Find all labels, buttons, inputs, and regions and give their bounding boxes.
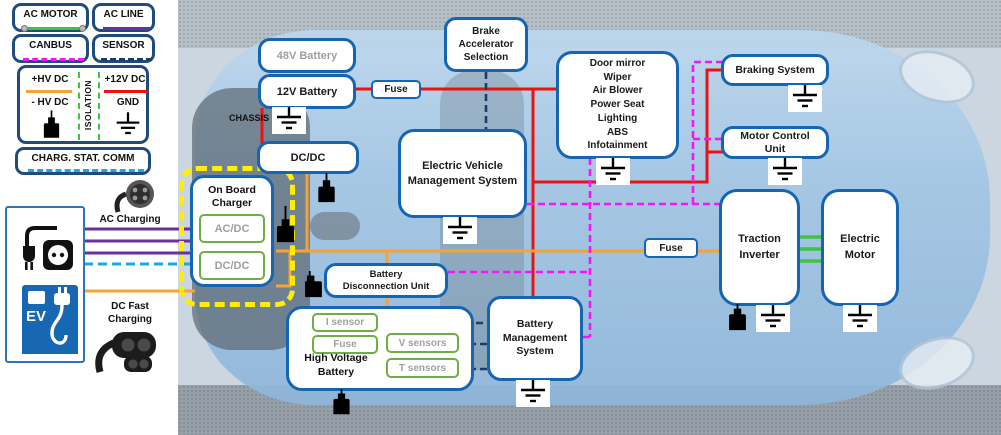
- legend-ac-motor-line: [21, 25, 86, 32]
- wires-canbus-magenta: [448, 60, 724, 339]
- orange-line: [26, 90, 72, 93]
- inverter-ground-icon: [756, 305, 790, 332]
- ev-station-screen: [28, 291, 45, 304]
- charging-inlet-box: EV: [5, 206, 85, 363]
- legend-12v-label: +12V DC: [104, 74, 146, 85]
- dcdc-hv-plug-icon: [318, 173, 335, 203]
- ac-charging-label: AC Charging: [99, 214, 161, 225]
- red-line: [104, 90, 148, 93]
- node-motor-control-unit: Motor Control Unit: [721, 126, 829, 159]
- canbus-braking: [691, 60, 724, 204]
- ac-charging-connector-icon: [114, 180, 154, 213]
- legend-canbus: CANBUS: [12, 34, 89, 63]
- wires-ac-purple: [84, 227, 195, 255]
- legend-hv-minus-label: - HV DC: [31, 97, 69, 108]
- motor-ground-icon: [843, 305, 877, 332]
- node-fuse-hv: Fuse: [644, 238, 698, 258]
- node-hv-fuse: Fuse: [312, 335, 378, 354]
- isolation-label: ISOLATION: [83, 79, 93, 131]
- chassis-label: CHASSIS: [228, 113, 269, 123]
- dc-fast-charging-label: DC Fast Charging: [108, 301, 152, 325]
- evms-ground-icon: [443, 217, 477, 244]
- isolation-line-left: [78, 72, 80, 140]
- car-side-mirror: [310, 212, 360, 240]
- node-12v-battery: 12V Battery: [258, 74, 356, 109]
- legend-charg-comm-label: CHARG. STAT. COMM: [31, 153, 135, 164]
- node-bms: Battery Management System: [487, 296, 583, 381]
- motor-terminal-icon: [21, 25, 28, 32]
- mcu-ground-icon: [768, 158, 802, 185]
- node-fuse-12v: Fuse: [371, 80, 421, 99]
- wall-plug-outlet-icon: [23, 226, 73, 270]
- legend-ac-line: AC LINE: [92, 3, 155, 32]
- legend-hv-plus-label: +HV DC: [31, 74, 69, 85]
- wires-ac-motor-green: [798, 235, 824, 263]
- node-evms: Electric Vehicle Management System: [398, 129, 527, 218]
- dc-fast-connector-icon: [95, 332, 156, 373]
- body-loads-ground-icon: [596, 158, 630, 185]
- cyan-dashed-line: [28, 169, 144, 172]
- legend-sensor: SENSOR: [92, 34, 155, 63]
- isolation-line-right: [98, 72, 100, 140]
- node-i-sensor: I sensor: [312, 313, 378, 332]
- ev-station-label: EV: [26, 308, 47, 325]
- node-brake-accelerator-selection: Brake Accelerator Selection: [444, 17, 528, 72]
- node-braking-system: Braking System: [721, 54, 829, 86]
- node-v-sensors: V sensors: [386, 333, 459, 353]
- braking-ground-icon: [788, 85, 822, 112]
- node-body-loads: Door mirror Wiper Air Blower Power Seat …: [556, 51, 679, 159]
- ev-station-nozzle: [50, 287, 70, 345]
- node-obc-acdc: AC/DC: [199, 214, 265, 243]
- ev-station-base: [18, 354, 82, 359]
- legend-ac-line-label: AC LINE: [103, 9, 144, 20]
- legend-gnd-label: GND: [116, 97, 140, 108]
- legend-sensor-label: SENSOR: [102, 40, 145, 51]
- inverter-hv-plug-icon: [729, 304, 746, 331]
- legend-charg-comm: CHARG. STAT. COMM: [15, 147, 151, 175]
- node-traction-inverter: Traction Inverter: [719, 189, 800, 306]
- node-electric-motor: Electric Motor: [821, 189, 899, 306]
- node-dcdc-converter: DC/DC: [257, 141, 359, 174]
- magenta-dashed-line: [23, 58, 84, 61]
- legend-ac-motor: AC MOTOR: [12, 3, 89, 32]
- hv-battery-label: High Voltage Battery: [304, 352, 368, 378]
- legend-canbus-label: CANBUS: [29, 40, 72, 51]
- legend-dc-block: +HV DC - HV DC ISOLATION +12V DC GND: [17, 65, 149, 144]
- ev-charging-station-icon: EV: [18, 283, 82, 359]
- obc-hv-plug-icon: [276, 206, 295, 243]
- obc-title: On Board Charger: [208, 184, 256, 210]
- legend-ac-motor-label: AC MOTOR: [23, 9, 78, 20]
- node-battery-disconnection-unit: Battery Disconnection Unit: [324, 263, 448, 298]
- canbus-doormirror-bms: [583, 158, 592, 339]
- bms-ground-icon: [516, 380, 550, 407]
- motor-terminal-icon: [79, 25, 86, 32]
- chassis-ground-icon: [272, 107, 306, 134]
- gnd-symbol-icon: [116, 112, 140, 135]
- node-t-sensors: T sensors: [386, 358, 459, 378]
- navy-dashed-line: [101, 58, 152, 61]
- purple-line: [103, 27, 150, 30]
- green-line: [28, 27, 79, 30]
- hvb-hv-plug-icon: [333, 389, 350, 415]
- hv-minus-plug-icon: [43, 110, 60, 138]
- bdu-hv-plug-icon: [305, 271, 322, 298]
- node-48v-battery: 48V Battery: [258, 38, 356, 73]
- node-obc-dcdc: DC/DC: [199, 251, 265, 280]
